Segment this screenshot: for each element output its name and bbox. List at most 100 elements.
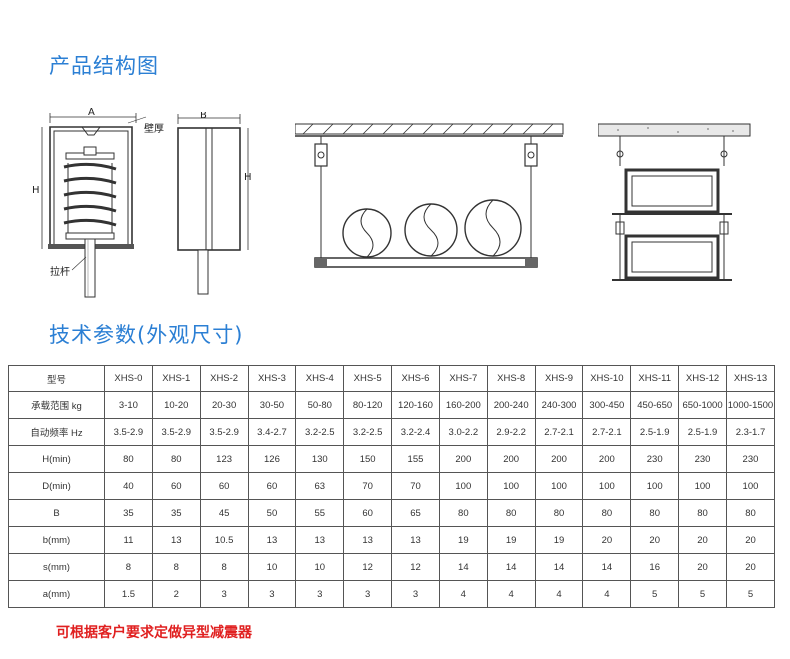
- table-cell: 14: [534, 553, 584, 581]
- model-header-cell: XHS-13: [725, 365, 776, 392]
- table-cell: 100: [486, 472, 536, 500]
- table-cell: 230: [725, 445, 776, 473]
- table-cell: 30-50: [247, 391, 297, 419]
- table-cell: 20: [630, 526, 680, 554]
- table-cell: 3: [343, 580, 393, 608]
- table-cell: 8: [199, 553, 249, 581]
- header-label-cell: 型号: [8, 365, 105, 392]
- table-cell: 130: [295, 445, 345, 473]
- table-cell: 4: [486, 580, 536, 608]
- table-cell: 13: [247, 526, 297, 554]
- model-header-cell: XHS-11: [630, 365, 680, 392]
- table-cell: 200: [534, 445, 584, 473]
- table-cell: 3.5-2.9: [199, 418, 249, 446]
- row-label-cell: H(min): [8, 445, 105, 473]
- table-cell: 200-240: [486, 391, 536, 419]
- table-cell: 3: [247, 580, 297, 608]
- pull-rod-label: 拉杆: [50, 265, 70, 278]
- model-header-cell: XHS-9: [534, 365, 584, 392]
- table-cell: 5: [725, 580, 776, 608]
- model-header-cell: XHS-5: [343, 365, 393, 392]
- table-cell: 19: [438, 526, 488, 554]
- table-cell: 14: [438, 553, 488, 581]
- custom-order-note: 可根据客户要求定做异型减震器: [56, 625, 252, 641]
- fan-suspension-diagram: [295, 123, 564, 268]
- spring-hanger-section-diagram: A H 拉杆: [32, 107, 147, 298]
- table-cell: 3-10: [104, 391, 153, 419]
- model-header-cell: XHS-1: [151, 365, 201, 392]
- table-cell: 13: [343, 526, 393, 554]
- table-cell: 3.5-2.9: [151, 418, 201, 446]
- table-cell: 70: [391, 472, 440, 500]
- table-cell: 35: [104, 499, 153, 527]
- table-cell: 2.7-2.1: [534, 418, 584, 446]
- table-cell: 2.9-2.2: [486, 418, 536, 446]
- structure-section-title: 产品结构图: [49, 54, 159, 78]
- table-cell: 230: [678, 445, 727, 473]
- table-cell: 123: [199, 445, 249, 473]
- table-cell: 240-300: [534, 391, 584, 419]
- table-cell: 80-120: [343, 391, 393, 419]
- table-cell: 35: [151, 499, 201, 527]
- table-cell: 8: [104, 553, 153, 581]
- table-cell: 14: [582, 553, 632, 581]
- table-cell: 11: [104, 526, 153, 554]
- table-cell: 100: [534, 472, 584, 500]
- table-cell: 10: [247, 553, 297, 581]
- table-cell: 4: [582, 580, 632, 608]
- table-cell: 65: [391, 499, 440, 527]
- table-cell: 60: [343, 499, 393, 527]
- table-cell: 3: [295, 580, 345, 608]
- table-cell: 20-30: [199, 391, 249, 419]
- row-label-cell: B: [8, 499, 105, 527]
- model-header-cell: XHS-12: [678, 365, 727, 392]
- table-cell: 12: [391, 553, 440, 581]
- table-cell: 100: [438, 472, 488, 500]
- table-cell: 4: [438, 580, 488, 608]
- model-header-cell: XHS-2: [199, 365, 249, 392]
- table-cell: 155: [391, 445, 440, 473]
- table-cell: 120-160: [391, 391, 440, 419]
- table-cell: 3: [199, 580, 249, 608]
- duct-suspension-diagram: [598, 123, 751, 281]
- table-cell: 19: [534, 526, 584, 554]
- side-view-diagram: B: [177, 112, 249, 295]
- table-cell: 200: [486, 445, 536, 473]
- table-cell: 3.2-2.4: [391, 418, 440, 446]
- table-cell: 300-450: [582, 391, 632, 419]
- table-cell: 80: [678, 499, 727, 527]
- table-cell: 20: [725, 526, 776, 554]
- table-cell: 3: [391, 580, 440, 608]
- model-header-cell: XHS-7: [438, 365, 488, 392]
- wall-thickness-label: 壁厚: [144, 124, 164, 135]
- table-cell: 19: [486, 526, 536, 554]
- table-cell: 63: [295, 472, 345, 500]
- table-cell: 80: [104, 445, 153, 473]
- table-cell: 100: [725, 472, 776, 500]
- table-cell: 80: [486, 499, 536, 527]
- row-label-cell: a(mm): [8, 580, 105, 608]
- table-cell: 3.4-2.7: [247, 418, 297, 446]
- table-cell: 10: [295, 553, 345, 581]
- table-cell: 650-1000: [678, 391, 727, 419]
- table-cell: 20: [678, 553, 727, 581]
- table-cell: 3.0-2.2: [438, 418, 488, 446]
- table-cell: 1000-1500: [725, 391, 776, 419]
- table-cell: 60: [199, 472, 249, 500]
- table-cell: 45: [199, 499, 249, 527]
- table-cell: 10-20: [151, 391, 201, 419]
- table-cell: 13: [151, 526, 201, 554]
- table-cell: 80: [438, 499, 488, 527]
- table-cell: 5: [678, 580, 727, 608]
- table-cell: 50-80: [295, 391, 345, 419]
- row-label-cell: 自动频率 Hz: [8, 418, 105, 446]
- table-cell: 450-650: [630, 391, 680, 419]
- row-label-cell: b(mm): [8, 526, 105, 554]
- table-cell: 200: [438, 445, 488, 473]
- table-cell: 100: [630, 472, 680, 500]
- dim-b-label: B: [200, 112, 207, 121]
